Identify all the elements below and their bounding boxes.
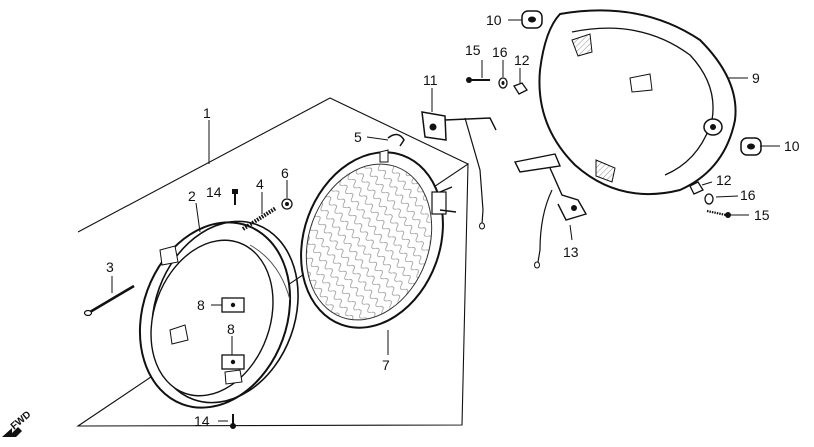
wire-connector-13 [513, 153, 588, 269]
callout-9: 9 [752, 70, 760, 86]
callout-15-upper: 15 [465, 42, 481, 58]
bolt-15-lower [706, 209, 731, 218]
callout-11: 11 [423, 72, 438, 88]
nut-6 [281, 198, 293, 210]
callout-13: 13 [563, 244, 579, 260]
sealed-beam-unit [300, 149, 457, 329]
callout-10-upper: 10 [486, 12, 502, 28]
callout-8-lower: 8 [227, 321, 235, 337]
nut-12-lower [689, 181, 704, 195]
adjusting-spring [241, 206, 278, 231]
washer-16-lower [704, 193, 714, 205]
headlight-case [538, 9, 737, 196]
grommet-10-upper [521, 10, 543, 29]
callout-3: 3 [106, 259, 114, 275]
callout-5: 5 [354, 129, 362, 145]
callout-7: 7 [382, 357, 390, 373]
callout-14-lower: 14 [194, 413, 210, 429]
adjusting-screw [83, 284, 135, 317]
leader-lines [111, 19, 780, 422]
bolt-15-upper [466, 77, 490, 83]
screw-14-upper [232, 189, 238, 205]
fwd-label: FWD [9, 409, 34, 432]
callout-16-upper: 16 [492, 44, 508, 60]
bracket-clip-lower [221, 354, 245, 370]
screw-5 [387, 133, 405, 147]
callout-6: 6 [281, 165, 289, 181]
callout-10-lower: 10 [784, 138, 800, 154]
headlight-rim [138, 220, 299, 409]
callout-1: 1 [203, 105, 211, 121]
wire-connector-11 [421, 111, 497, 230]
callout-12-lower: 12 [716, 172, 732, 188]
callout-15-lower: 15 [754, 207, 770, 223]
callout-2: 2 [188, 188, 196, 204]
callout-4: 4 [256, 176, 264, 192]
bracket-clip-upper [221, 297, 245, 313]
callout-12-upper: 12 [514, 52, 530, 68]
callout-16-lower: 16 [740, 187, 756, 203]
grommet-10-lower [740, 137, 762, 156]
washer-16-upper [498, 77, 508, 89]
callout-8-upper: 8 [197, 297, 205, 313]
fwd-indicator: FWD [2, 409, 33, 437]
arrow-left-down-icon [2, 427, 22, 437]
nut-12-upper [513, 82, 528, 95]
screw-14-lower [230, 414, 236, 429]
callout-14-upper: 14 [206, 184, 222, 200]
